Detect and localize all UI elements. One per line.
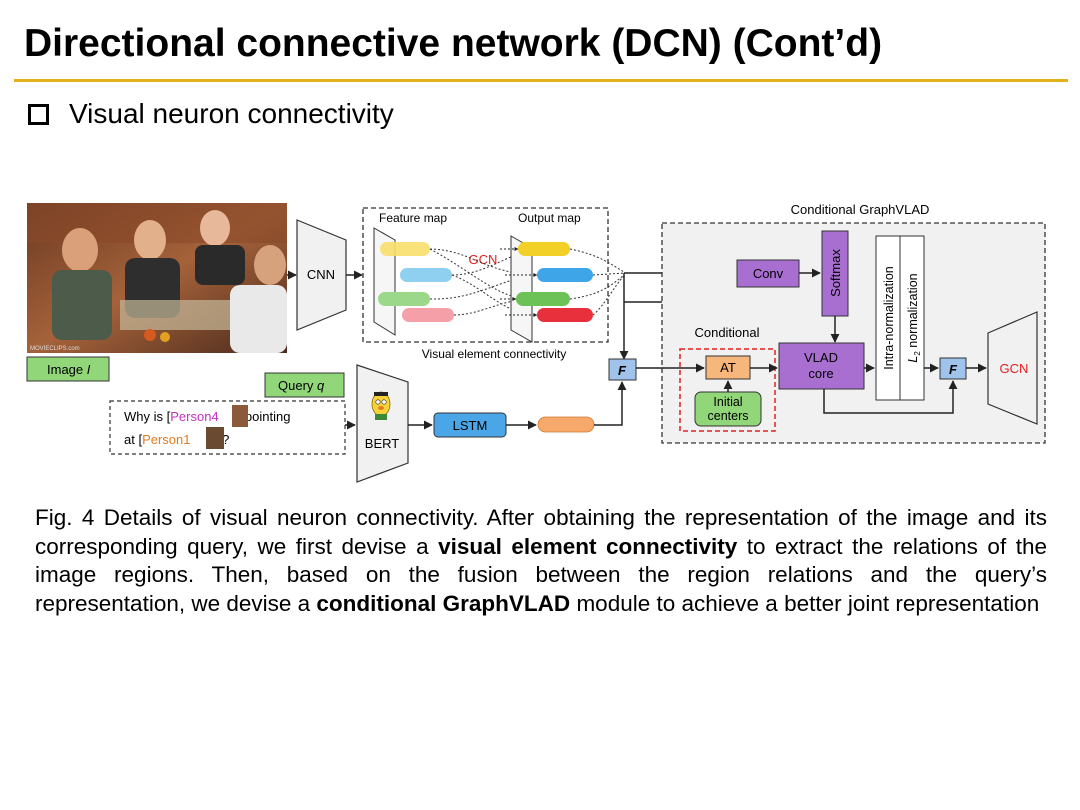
fusion-label-2: F [949,362,958,377]
bert-label: BERT [365,436,399,451]
cnn-block [296,219,347,331]
feature-tube-red [402,308,454,322]
query-label-box [264,372,345,398]
l2-normalization-label: L2 normalization [906,273,922,362]
output-tube-green [516,292,570,306]
caption-bold-2: conditional GraphVLAD [316,590,571,616]
query-embedding-tube [537,416,595,433]
watermark-text: MOVIECLIPS.com [30,346,80,352]
caption-bold-1: visual element connectivity [438,533,738,559]
conditional-label: Conditional [694,325,759,340]
bullet-text: Visual neuron connectivity [69,98,394,129]
softmax-label: Softmax [828,249,843,297]
gcn-output-block [987,311,1038,425]
conv-label: Conv [753,266,784,281]
person4-thumbnail [232,405,248,427]
fusion-block-1 [608,358,637,381]
initial-label: Initial [713,395,742,409]
person1-thumbnail [206,427,224,449]
caption-text-1: Fig. 4 Details of visual neuron connecti… [35,505,1047,559]
lstm-label: LSTM [453,418,488,433]
image-label: Image I [47,362,91,377]
output-tube-yellow [518,242,570,256]
at-label: AT [720,360,736,375]
cnn-label: CNN [307,267,335,282]
vlad-core-block [778,342,865,390]
conditional-graphvlad-label: Conditional GraphVLAD [791,202,930,217]
query-label: Query q [278,378,325,393]
output-map-label: Output map [518,211,581,225]
feature-map-label: Feature map [379,211,447,225]
scene-photo [27,203,287,353]
visual-element-connectivity-box [362,207,609,343]
output-tube-blue [537,268,593,282]
bert-character-icon [371,391,391,420]
slide-title: Directional connective network (DCN) (Co… [24,22,883,65]
bert-block [356,364,409,483]
figure-caption: Fig. 4 Details of visual neuron connecti… [35,504,1047,618]
core-label: core [808,366,833,381]
gcn-output-label: GCN [1000,361,1029,376]
visual-element-connectivity-label: Visual element connectivity [422,347,567,361]
caption-text-3: module to achieve a better joint represe… [570,590,1040,616]
feature-tube-blue [400,268,452,282]
feature-tube-green [378,292,430,306]
gcn-inner-label: GCN [469,252,498,267]
image-label-box [26,356,110,382]
bullet-item: Visual neuron connectivity [28,96,394,132]
feature-tube-yellow [380,242,430,256]
square-bullet-icon [28,103,49,125]
conv-block [736,259,800,288]
output-tube-red [537,308,593,322]
intra-normalization-label: Intra-normalization [882,266,896,370]
caption-text-2: to extract the relations of the image re… [35,533,1047,616]
vlad-label: VLAD [804,350,838,365]
fusion-label-1: F [618,363,627,378]
intra-normalization-block [875,235,901,401]
conditional-red-box [679,348,776,432]
query-text-box [109,400,346,455]
l2-normalization-block [899,235,925,401]
centers-label: centers [708,409,749,423]
title-underline [14,79,1068,82]
query-line-1: Why is [Person4] pointing [124,409,290,424]
